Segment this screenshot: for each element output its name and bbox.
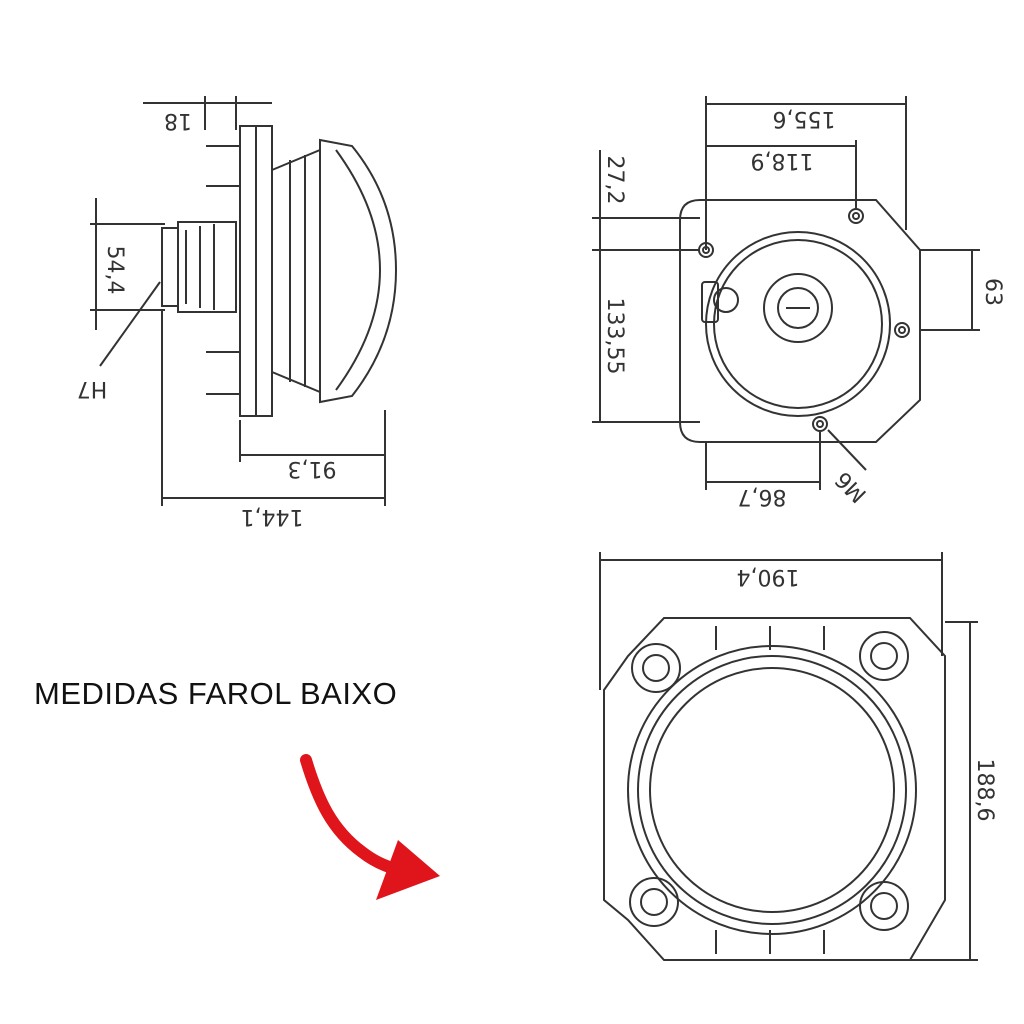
dim-rear-bottom-width: 86,7 [738,484,787,509]
dim-side-total: 144,1 [241,504,304,529]
dim-rear-height: 133,55 [602,298,627,375]
front-view [599,552,978,961]
dim-side-bulb: H7 [77,376,108,401]
red-arrow-icon [300,754,440,900]
dim-rear-inner-width: 118,9 [751,148,814,173]
dim-rear-top-offset: 27,2 [602,156,627,205]
dim-rear-bolt: M6 [831,466,872,507]
dim-rear-width: 155,6 [773,106,836,131]
side-view [90,96,398,506]
dim-side-top: 18 [164,108,192,133]
dimension-labels: 18 54,4 H7 91,3 144,1 155,6 118,9 27,2 1… [77,106,1005,821]
rear-view [592,96,980,490]
page-title: MEDIDAS FAROL BAIXO [34,676,398,711]
dim-rear-right: 63 [980,278,1005,306]
dim-front-height: 188,6 [972,759,997,822]
dim-side-depth: 91,3 [288,456,337,481]
dim-side-height: 54,4 [102,246,127,295]
dim-front-width: 190,4 [737,564,800,589]
